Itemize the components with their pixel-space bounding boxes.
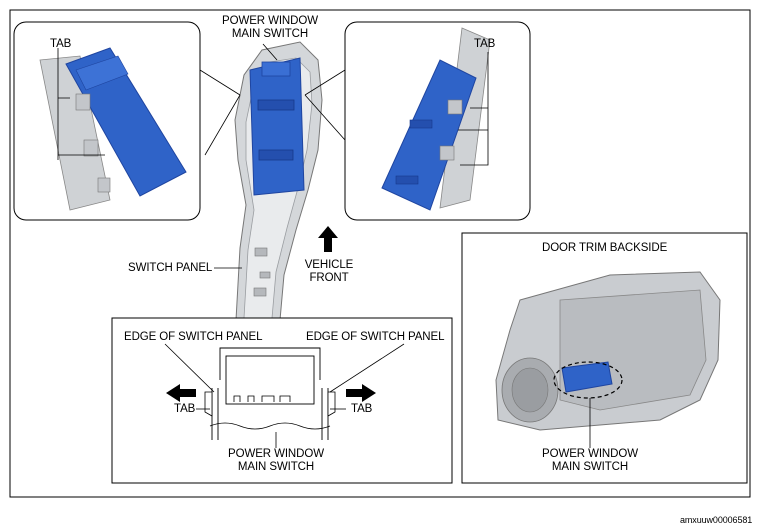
tab-detail-box <box>111 317 453 484</box>
right-callout <box>344 21 531 221</box>
left-callout <box>13 21 201 221</box>
highlight-ellipse <box>553 361 623 399</box>
tab-label-left: TAB <box>50 38 72 50</box>
figure-id: amxuuw00006581 <box>680 515 753 525</box>
switch-panel-illustration <box>234 41 323 321</box>
left-arrow <box>166 384 196 402</box>
edge-of-switch-panel-right-label: EDGE OF SWITCH PANEL <box>306 331 445 343</box>
right-arrow <box>346 384 376 402</box>
tab-label-right: TAB <box>474 38 496 50</box>
tab-detail-left-label: TAB <box>174 403 196 415</box>
edge-of-switch-panel-left-label: EDGE OF SWITCH PANEL <box>124 331 263 343</box>
door-trim-box <box>461 232 748 484</box>
vehicle-front-arrow <box>318 226 338 252</box>
door-trim-backside-label: DOOR TRIM BACKSIDE <box>542 242 668 254</box>
switch-panel-label: SWITCH PANEL <box>128 262 213 274</box>
tab-detail-right-label: TAB <box>351 403 373 415</box>
